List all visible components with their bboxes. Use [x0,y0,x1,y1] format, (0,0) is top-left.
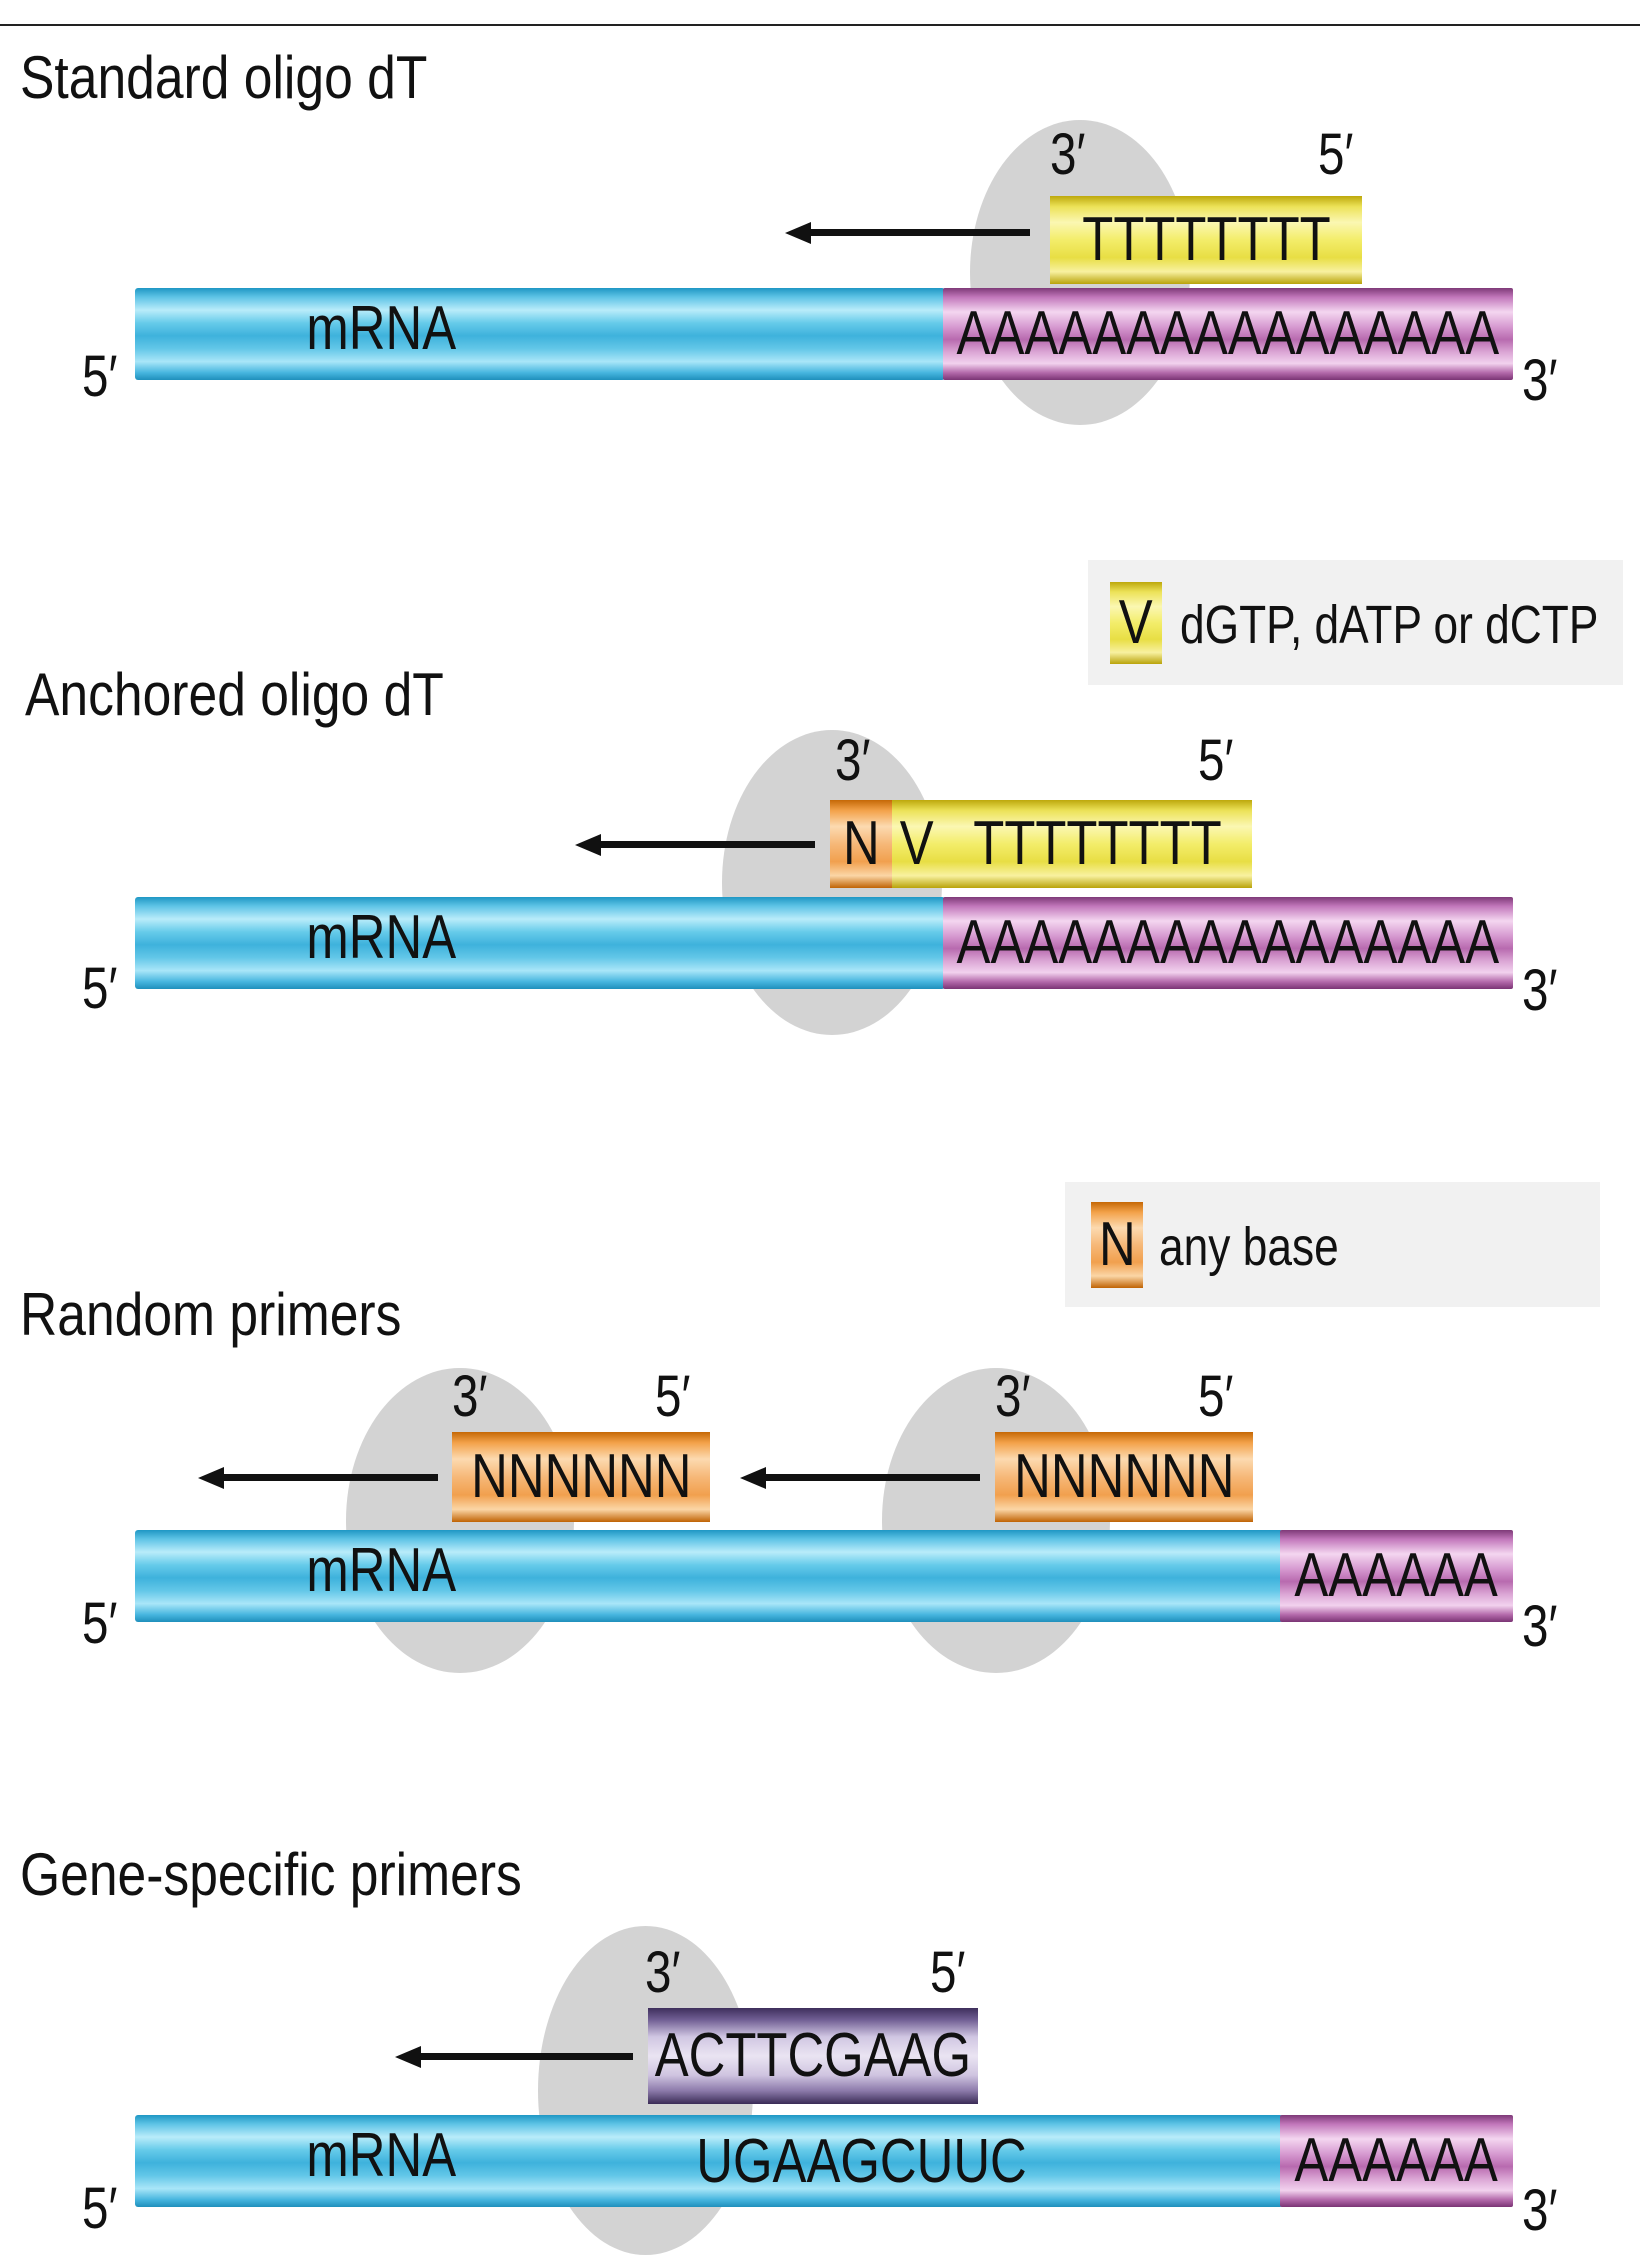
mrna-strand [135,897,945,989]
primer-3prime-label: 3′ [995,1364,1031,1429]
anchor-n-base: N [830,800,892,888]
extension-arrow [198,1467,438,1489]
polya-tail: AAAAAAAAAAAAAAAA [943,897,1513,989]
target-sequence: UGAAGCUUC [696,2127,1027,2196]
extension-arrow [395,2046,633,2068]
primer-5prime-label: 5′ [1198,728,1234,793]
mrna-5prime-label: 5′ [82,2176,118,2241]
polya-tail: AAAAAA [1280,1530,1513,1622]
mrna-3prime-label: 3′ [1522,2178,1558,2243]
legend-n-box: N any base [1065,1182,1600,1307]
mrna-strand [135,2115,1283,2207]
mrna-label: mRNA [306,2121,457,2190]
mrna-3prime-label: 3′ [1522,348,1558,413]
legend-n-text: any base [1159,1217,1339,1277]
legend-v-text: dGTP, dATP or dCTP [1180,595,1599,655]
random-primer-2: NNNNNN [995,1432,1253,1522]
oligo-dt-primer: TTTTTTTT [1050,196,1362,284]
primer-5prime-label: 5′ [1198,1364,1234,1429]
mrna-label: mRNA [306,903,457,972]
legend-v-swatch: V [1110,582,1162,664]
mrna-3prime-label: 3′ [1522,1594,1558,1659]
standard-oligo-dt-title: Standard oligo dT [20,44,428,111]
primer-3prime-label: 3′ [645,1940,681,2005]
top-rule [0,24,1640,26]
mrna-label: mRNA [306,294,457,363]
mrna-3prime-label: 3′ [1522,958,1558,1023]
mrna-strand [135,288,945,380]
primer-5prime-label: 5′ [655,1364,691,1429]
oligo-dt-primer: TTTTTTTT [942,800,1252,888]
primer-3prime-label: 3′ [835,728,871,793]
extension-arrow [575,834,815,856]
mrna-5prime-label: 5′ [82,344,118,409]
gene-specific-primer: ACTTCGAAG [648,2008,978,2104]
primer-5prime-label: 5′ [1318,122,1354,187]
random-primer-1: NNNNNN [452,1432,710,1522]
gene-specific-primers-title: Gene-specific primers [20,1841,522,1908]
legend-v-box: V dGTP, dATP or dCTP [1088,560,1623,685]
mrna-label: mRNA [306,1536,457,1605]
primer-3prime-label: 3′ [1050,122,1086,187]
mrna-5prime-label: 5′ [82,956,118,1021]
primer-3prime-label: 3′ [452,1364,488,1429]
mrna-strand [135,1530,1283,1622]
random-primers-title: Random primers [20,1281,402,1348]
anchor-v-base: V [892,800,942,888]
extension-arrow [740,1467,980,1489]
primer-5prime-label: 5′ [930,1940,966,2005]
polya-tail: AAAAAA [1280,2115,1513,2207]
legend-n-swatch: N [1091,1202,1143,1288]
extension-arrow [785,222,1030,244]
mrna-5prime-label: 5′ [82,1591,118,1656]
polya-tail: AAAAAAAAAAAAAAAA [943,288,1513,380]
anchored-oligo-dt-title: Anchored oligo dT [25,661,444,728]
